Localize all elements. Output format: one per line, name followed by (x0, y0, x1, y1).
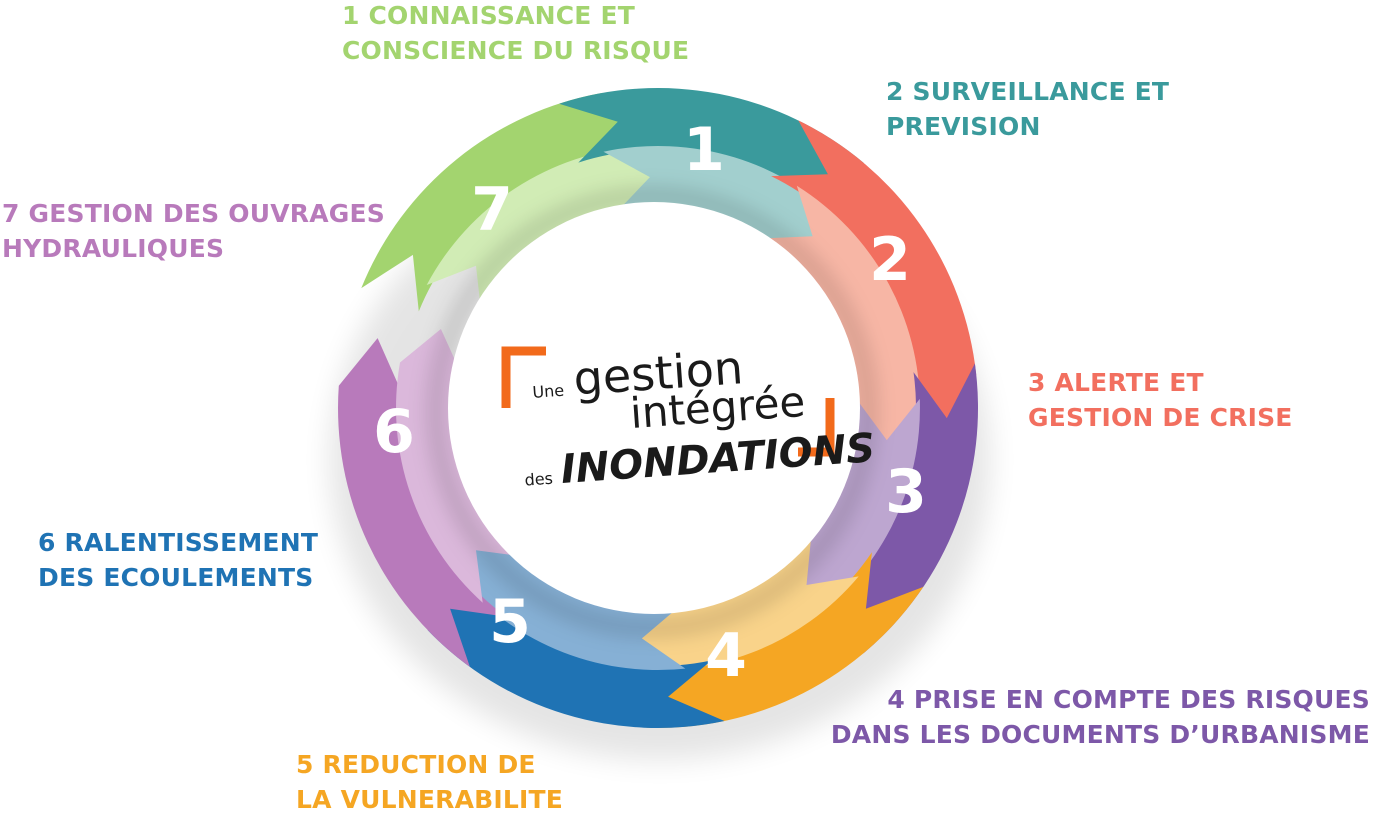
step-1-number: 1 (683, 115, 725, 185)
bracket-bottom-right-icon (798, 398, 835, 457)
step-5-number: 5 (489, 587, 531, 657)
step-6-number: 6 (373, 397, 415, 467)
center-gestion: gestion (572, 340, 745, 406)
step-7-number: 7 (471, 175, 513, 245)
center-des: des (524, 469, 554, 490)
center-une: Une (532, 381, 565, 402)
center-integree: intégrée (628, 377, 806, 438)
step-4-number: 4 (705, 621, 747, 691)
step-2-number: 2 (869, 225, 911, 295)
segment-1-outer (361, 92, 658, 312)
step-numbers: 1 2 3 4 5 6 7 (373, 115, 927, 691)
segment-3-outer (771, 120, 977, 429)
center-disc (448, 202, 860, 614)
bracket-top-left-icon (501, 346, 546, 408)
segment-7-outer (338, 338, 507, 667)
step-3-number: 3 (885, 457, 927, 527)
